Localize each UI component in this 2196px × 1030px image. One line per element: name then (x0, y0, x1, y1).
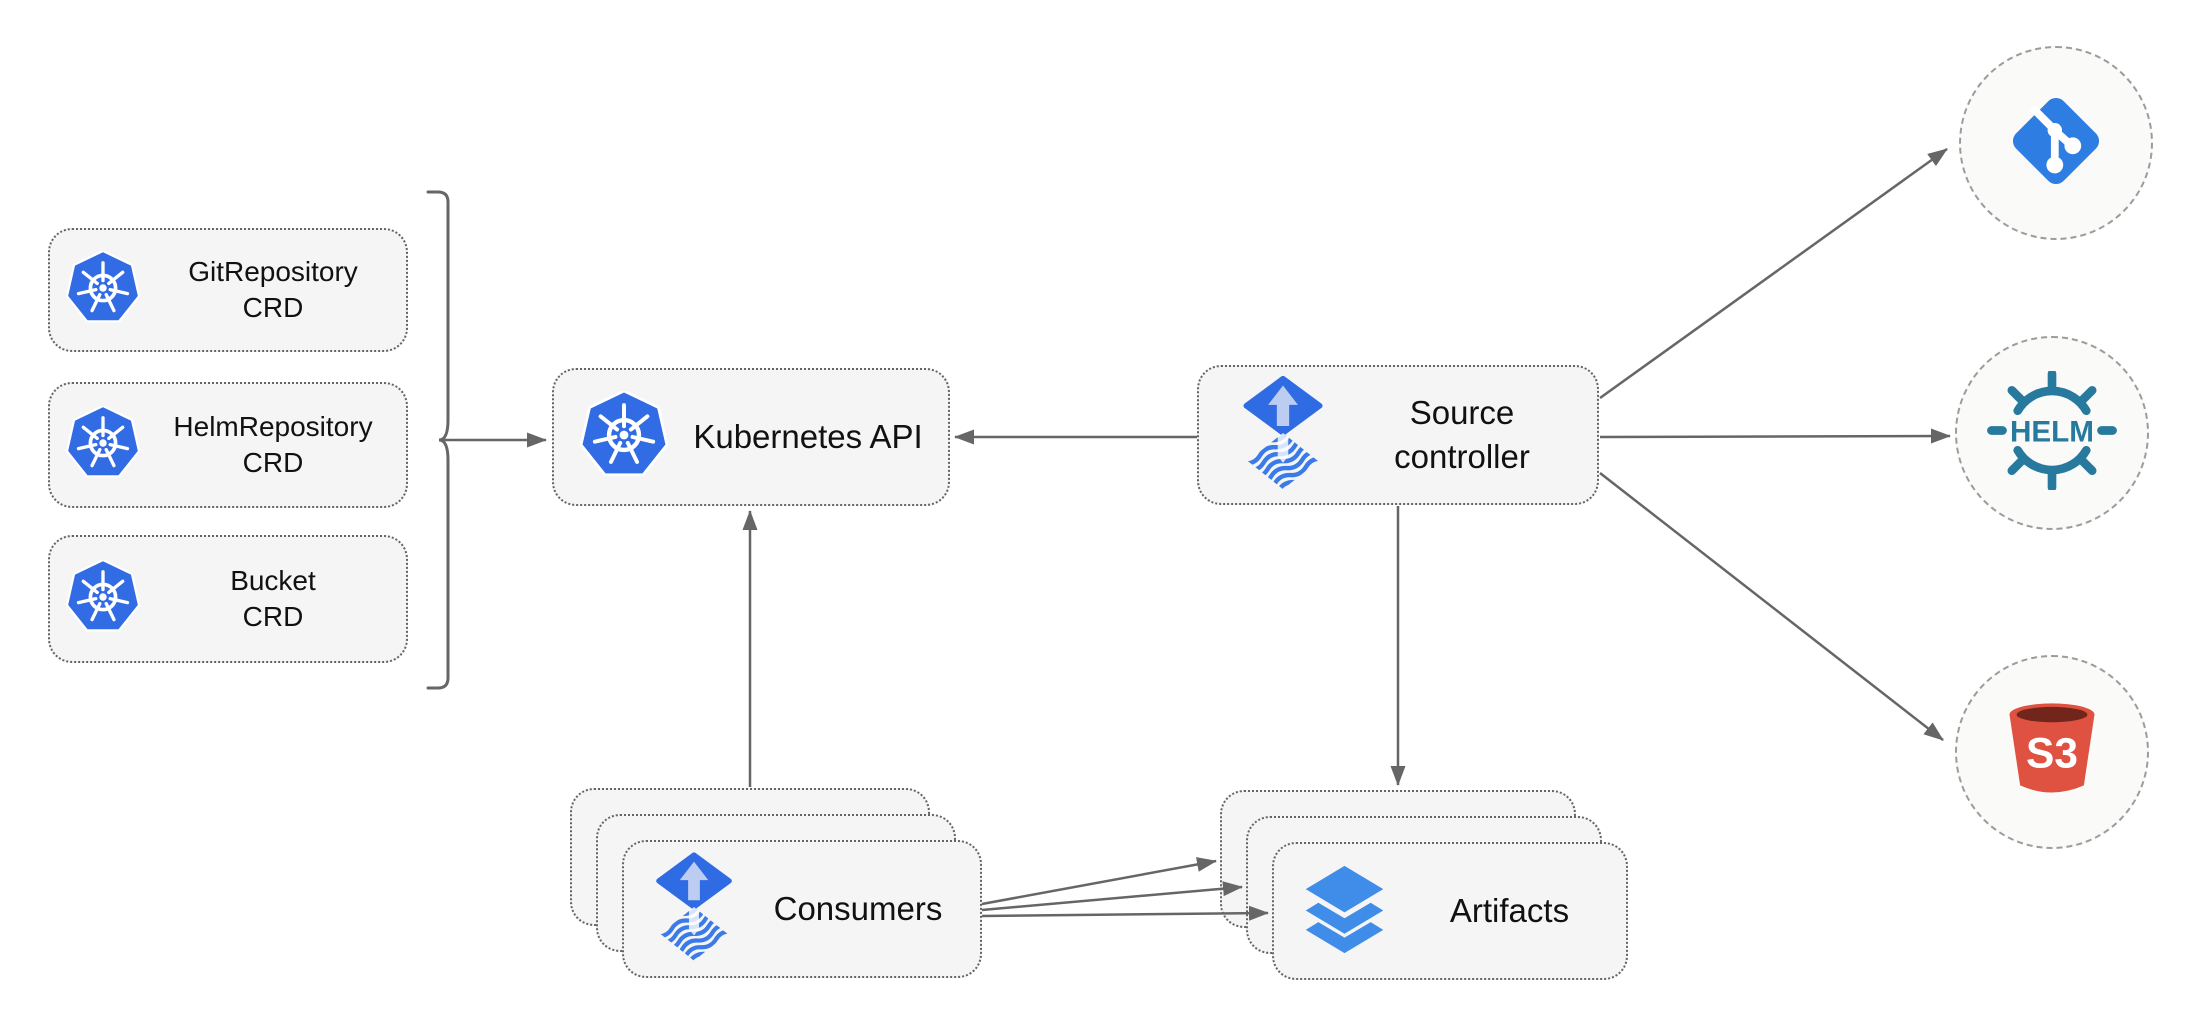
flux-icon (1239, 375, 1327, 496)
kubernetes-api-label: Kubernetes API (693, 418, 923, 456)
s3-bucket-icon: S3 (1991, 691, 2113, 814)
crd-box-helmrepository: HelmRepository CRD (48, 382, 408, 508)
crd-box-bucket: Bucket CRD (48, 535, 408, 663)
endpoint-circle-git (1959, 46, 2153, 240)
source-controller-node: Source controller (1197, 365, 1599, 505)
git-icon (1996, 81, 2116, 206)
consumers-node: Consumers (622, 840, 982, 978)
kubernetes-api-node: Kubernetes API (552, 368, 950, 506)
arrow-source-to-s3 (1599, 472, 1944, 741)
arrow-source-to-helm (1599, 428, 1951, 444)
arrow-source-to-git (1599, 147, 1948, 400)
helm-logo-text: HELM (2010, 416, 2094, 449)
consumers-label: Consumers (773, 890, 943, 928)
s3-logo-text: S3 (2026, 730, 2078, 777)
endpoint-circle-s3: S3 (1955, 655, 2149, 849)
layers-icon (1296, 862, 1393, 960)
kubernetes-icon (65, 558, 141, 639)
crd-box-label: HelmRepository CRD (173, 410, 373, 478)
crd-box-label: GitRepository CRD (188, 255, 358, 323)
artifacts-label: Artifacts (1449, 892, 1570, 930)
crd-group-bracket (426, 190, 450, 690)
arrow-consumers-to-artifacts-1 (981, 857, 1217, 906)
kubernetes-icon (65, 249, 141, 330)
artifacts-node: Artifacts (1272, 842, 1628, 980)
arrow-consumers-to-artifacts-2 (981, 881, 1243, 912)
kubernetes-icon (65, 404, 141, 485)
flux-icon (652, 851, 736, 968)
endpoint-circle-helm: HELM (1955, 336, 2149, 530)
crd-box-gitrepository: GitRepository CRD (48, 228, 408, 352)
kubernetes-icon (579, 389, 669, 484)
crd-box-label: Bucket CRD (230, 564, 316, 632)
helm-icon: HELM (1984, 369, 2120, 495)
source-controller-label: Source controller (1394, 394, 1530, 475)
